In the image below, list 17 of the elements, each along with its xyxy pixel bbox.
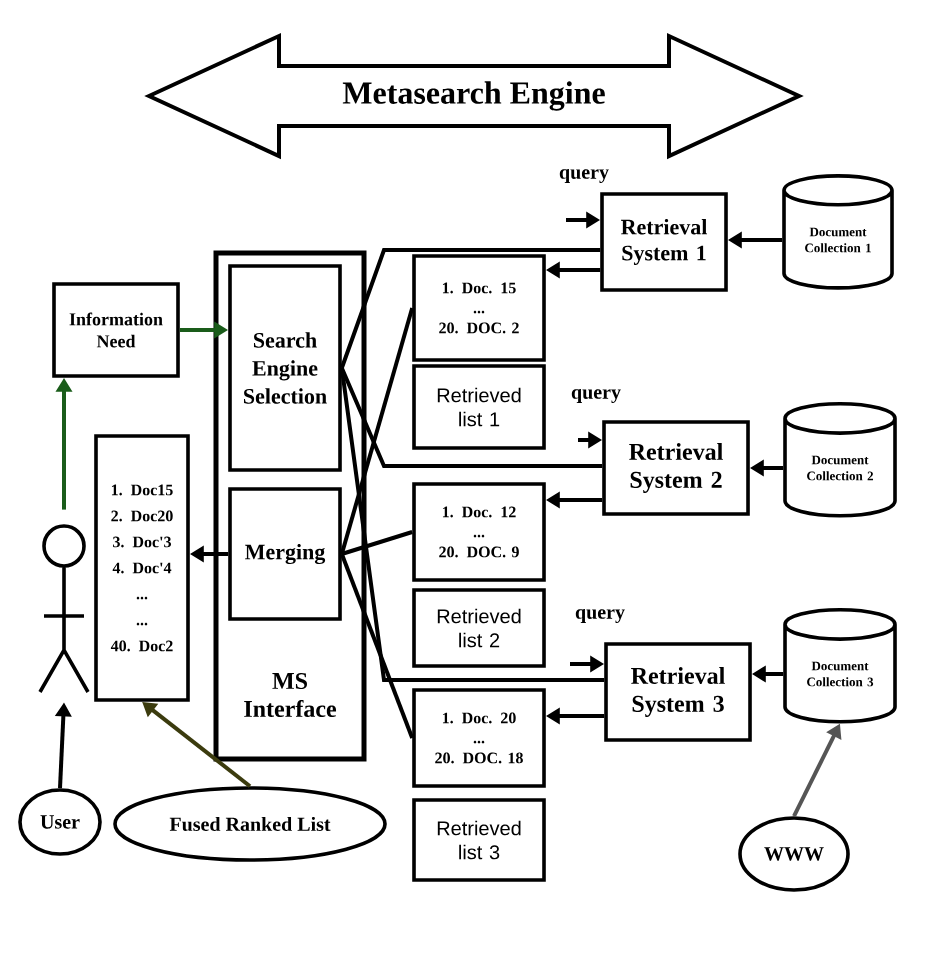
person-figure — [38, 524, 90, 694]
ranked-list-box: 1. Doc15 2. Doc20 3. Doc'3 4. Doc'4 ... ... 40. Doc2 — [94, 434, 190, 702]
edge-label: query — [557, 167, 611, 185]
result-list-box: 1. Doc. 12 ... 20. DOC. 9 — [412, 482, 546, 582]
edge-label: query — [569, 387, 623, 405]
system-box: Retrieval System 2 — [602, 420, 750, 516]
list-title-box: Retrieved list 3 — [412, 798, 546, 882]
process-box: Information Need — [52, 282, 180, 378]
process-box: Merging — [228, 487, 342, 621]
process-box: Search Engine Selection — [228, 264, 342, 472]
edge-label: query — [573, 607, 627, 625]
result-list-box: 1. Doc. 20 ... 20. DOC. 18 — [412, 688, 546, 788]
system-box: Retrieval System 1 — [600, 192, 728, 292]
system-box: Retrieval System 3 — [604, 642, 752, 742]
result-list-box: 1. Doc. 15 ... 20. DOC. 2 — [412, 254, 546, 362]
list-title-box: Retrieved list 2 — [412, 588, 546, 668]
list-title-box: Retrieved list 1 — [412, 364, 546, 450]
